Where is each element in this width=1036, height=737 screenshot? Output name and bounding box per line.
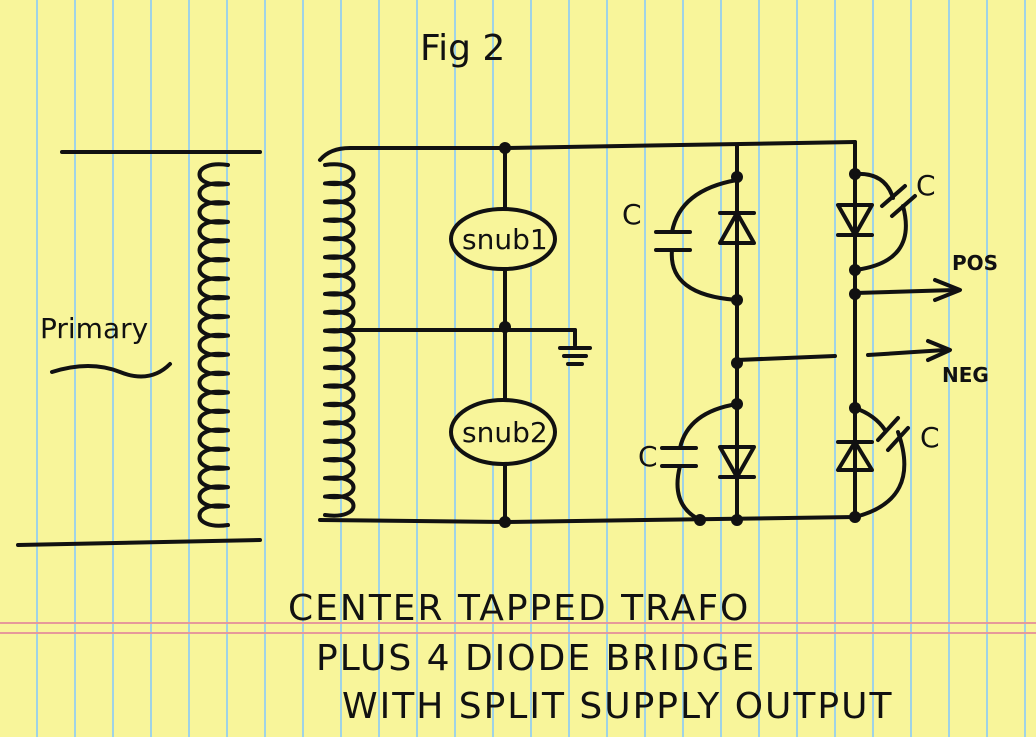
margin-line-bottom (0, 632, 1036, 634)
diode-top-right (836, 203, 874, 237)
capacitor-bottom-left (660, 402, 739, 522)
neg-label: NEG (942, 363, 989, 387)
snub2-label: snub2 (462, 416, 548, 449)
caption-line-1: CENTER TAPPED TRAFO (288, 588, 750, 629)
wiring (338, 140, 962, 524)
capacitor-top-right (853, 171, 917, 272)
capacitor-label-bottom-left: C (638, 440, 658, 473)
figure-title: Fig 2 (420, 28, 505, 69)
snub1-oval (449, 207, 557, 271)
diode-bottom-left (718, 445, 756, 479)
capacitor-label-top-right: C (916, 169, 936, 202)
snub2-oval (449, 398, 557, 466)
capacitor-top-left (654, 178, 739, 302)
pos-label: POS (952, 251, 998, 275)
margin-line-top (0, 622, 1036, 624)
primary-label: Primary (40, 312, 148, 345)
diode-bottom-right (836, 440, 874, 472)
primary-winding (16, 150, 262, 547)
capacitor-label-bottom-right: C (920, 421, 940, 454)
caption-line-2: PLUS 4 DIODE BRIDGE (316, 638, 756, 679)
capacitor-bottom-right (853, 406, 910, 519)
primary-underline (50, 362, 172, 379)
capacitor-label-top-left: C (622, 198, 642, 231)
snub1-label: snub1 (462, 223, 548, 256)
ground-symbol (558, 346, 592, 366)
caption-line-3: WITH SPLIT SUPPLY OUTPUT (342, 686, 893, 727)
secondary-winding (318, 146, 507, 524)
diode-top-left (718, 211, 756, 245)
